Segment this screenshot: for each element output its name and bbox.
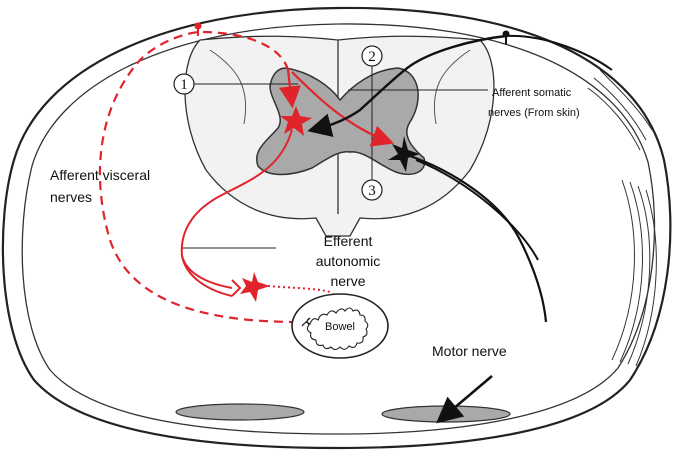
- afferent-somatic-label-2: nerves (From skin): [488, 107, 580, 119]
- svg-text:3: 3: [368, 183, 376, 199]
- afferent-visceral-label: Afferent visceral: [50, 167, 150, 183]
- bowel: Bowel: [292, 294, 388, 358]
- efferent-autonomic-label: Efferent: [324, 233, 373, 249]
- efferent-branch: [182, 256, 232, 296]
- afferent-somatic-label: Afferent somatic: [492, 87, 572, 99]
- svg-text:1: 1: [180, 77, 188, 93]
- svg-text:2: 2: [368, 49, 376, 65]
- marker-2: 2: [362, 46, 382, 66]
- efferent-autonomic-label-3: nerve: [330, 273, 365, 289]
- motor-nerve-label: Motor nerve: [432, 343, 507, 359]
- autonomic-ganglion-cell: [240, 272, 270, 302]
- marker-3: 3: [362, 180, 382, 200]
- svg-text:Bowel: Bowel: [325, 321, 355, 333]
- afferent-visceral-label-2: nerves: [50, 189, 92, 205]
- muscle-left: [176, 404, 304, 420]
- efferent-synapse-fork: [232, 280, 240, 296]
- efferent-autonomic-label-2: autonomic: [316, 253, 381, 269]
- marker-1: 1: [174, 74, 194, 94]
